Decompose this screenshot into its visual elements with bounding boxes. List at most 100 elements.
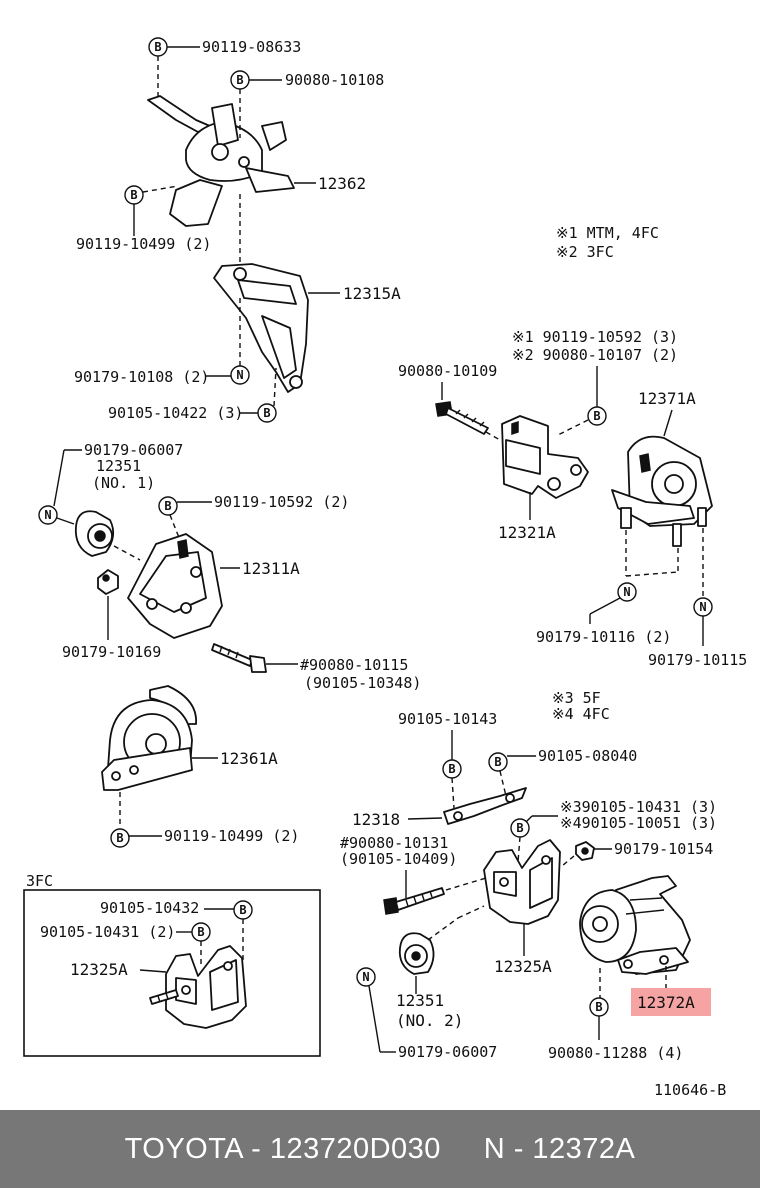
footer-bar: TOYOTA - 123720D030 N - 12372A xyxy=(0,1110,760,1188)
svg-text:B: B xyxy=(116,831,123,845)
nut-90179-10169-drawing xyxy=(97,569,119,595)
label-x3-90105-10431-3: ※390105-10431 (3) xyxy=(560,798,717,816)
label-90105-10143: 90105-10143 xyxy=(398,710,497,728)
svg-text:N: N xyxy=(236,368,243,382)
inset-3fc-box xyxy=(23,889,321,1057)
bolt-90080-10115-drawing xyxy=(211,643,267,673)
label-12371A: 12371A xyxy=(638,389,696,408)
label-90105-08040: 90105-08040 xyxy=(538,747,637,765)
svg-text:B: B xyxy=(236,73,243,87)
label-12325A-right: 12325A xyxy=(494,957,552,976)
svg-text:B: B xyxy=(448,762,455,776)
circle-b-90105-10432: B xyxy=(233,900,253,920)
cushion-12351-no2-drawing xyxy=(398,932,435,975)
cushion-12351-no1-drawing xyxy=(74,510,115,557)
label-no2: (NO. 2) xyxy=(396,1011,463,1030)
bracket-12318-drawing xyxy=(443,787,527,825)
svg-text:B: B xyxy=(494,755,501,769)
mount-12372A-drawing xyxy=(579,875,691,975)
label-90119-10592-2: 90119-10592 (2) xyxy=(214,493,349,511)
label-12351-no1: 12351 xyxy=(96,457,141,475)
svg-text:N: N xyxy=(699,600,706,614)
highlight-12372A xyxy=(631,988,711,1016)
nut-90179-10154-drawing xyxy=(575,841,595,861)
svg-text:B: B xyxy=(154,40,161,54)
label-x1-90119-10592-3: ※1 90119-10592 (3) xyxy=(512,328,678,346)
svg-text:N: N xyxy=(44,508,51,522)
label-12318: 12318 xyxy=(352,810,400,829)
bracket-12325A-inset-drawing xyxy=(165,945,247,1029)
svg-text:B: B xyxy=(263,406,270,420)
label-12325A-inset: 12325A xyxy=(70,960,128,979)
bolt-90080-10109-drawing xyxy=(435,401,489,435)
label-12321A: 12321A xyxy=(498,523,556,542)
label-hash-90080-10115: #90080-10115 xyxy=(300,656,408,674)
label-90080-10108: 90080-10108 xyxy=(285,71,384,89)
svg-text:N: N xyxy=(362,970,369,984)
circle-b-90105-10143: B xyxy=(442,759,462,779)
bracket-12311A-drawing xyxy=(127,533,223,639)
label-90105-10409: (90105-10409) xyxy=(340,850,457,868)
circle-b-90080-11288: B xyxy=(589,997,609,1017)
label-90119-08633: 90119-08633 xyxy=(202,38,301,56)
label-90080-11288-4: 90080-11288 (4) xyxy=(548,1044,683,1062)
svg-text:B: B xyxy=(239,903,246,917)
label-90179-10108-2: 90179-10108 (2) xyxy=(74,368,209,386)
circle-n-90179-10108: N xyxy=(230,365,250,385)
mount-12371A-drawing xyxy=(611,435,713,547)
note-2: ※2 3FC xyxy=(556,243,614,261)
svg-text:B: B xyxy=(595,1000,602,1014)
circle-b-90105-10422: B xyxy=(257,403,277,423)
mount-12361A-drawing xyxy=(101,685,197,791)
label-90105-10431-2: 90105-10431 (2) xyxy=(40,923,175,941)
parts-diagram: B 90119-08633 B 90080-10108 12362 B 9011… xyxy=(23,37,747,1099)
svg-text:B: B xyxy=(516,821,523,835)
circle-b-12321A: B xyxy=(587,406,607,426)
label-90179-10115: 90179-10115 xyxy=(648,651,747,669)
label-12311A: 12311A xyxy=(242,559,300,578)
label-90179-10116-2: 90179-10116 (2) xyxy=(536,628,671,646)
circle-n-90179-06007-bottom: N xyxy=(356,967,376,987)
label-90105-10432: 90105-10432 xyxy=(100,899,199,917)
label-12361A: 12361A xyxy=(220,749,278,768)
label-12362: 12362 xyxy=(318,174,366,193)
circle-b-90119-10499-bottom: B xyxy=(110,828,130,848)
circle-b-90105-10431-inset: B xyxy=(191,922,211,942)
label-no1: (NO. 1) xyxy=(92,474,155,492)
inset-3fc-title: 3FC xyxy=(26,872,53,890)
bracket-12325A-right-drawing xyxy=(483,839,561,925)
label-12372A[interactable]: 12372A xyxy=(637,993,695,1012)
label-90179-10154: 90179-10154 xyxy=(614,840,713,858)
footer-part-text: TOYOTA - 123720D030 N - 12372A xyxy=(124,1132,636,1165)
label-12315A: 12315A xyxy=(343,284,401,303)
label-90080-10109: 90080-10109 xyxy=(398,362,497,380)
label-90179-10169: 90179-10169 xyxy=(62,643,161,661)
note-1: ※1 MTM, 4FC xyxy=(556,224,659,242)
label-hash-90080-10131: #90080-10131 xyxy=(340,834,448,852)
circle-b-90119-10499-top: B xyxy=(124,185,144,205)
bracket-12362-drawing xyxy=(147,95,295,227)
diagram-code: 110646-B xyxy=(654,1081,726,1099)
label-90119-10499-2-bottom: 90119-10499 (2) xyxy=(164,827,299,845)
note-3: ※3 5F xyxy=(552,689,601,707)
label-90119-10499-2-top: 90119-10499 (2) xyxy=(76,235,211,253)
bracket-12315A-drawing xyxy=(213,263,309,393)
svg-text:B: B xyxy=(164,499,171,513)
circle-b-90080-10108: B xyxy=(230,70,250,90)
circle-b-90105-10431-x3: B xyxy=(510,818,530,838)
label-12351-no2: 12351 xyxy=(396,991,444,1010)
circle-b-90119-08633: B xyxy=(148,37,168,57)
note-4: ※4 4FC xyxy=(552,705,610,723)
label-x4-90105-10051-3: ※490105-10051 (3) xyxy=(560,814,717,832)
circle-n-90179-06007-top: N xyxy=(38,505,58,525)
circle-b-90105-08040: B xyxy=(488,752,508,772)
circle-n-90179-10116: N xyxy=(617,582,637,602)
bolt-90080-10131-drawing xyxy=(383,887,445,915)
label-90179-06007-top: 90179-06007 xyxy=(84,441,183,459)
circle-b-90119-10592-2: B xyxy=(158,496,178,516)
svg-text:B: B xyxy=(593,409,600,423)
label-90105-10348: (90105-10348) xyxy=(304,674,421,692)
bracket-12321A-drawing xyxy=(501,415,589,499)
label-x2-90080-10107-2: ※2 90080-10107 (2) xyxy=(512,346,678,364)
circle-n-90179-10115: N xyxy=(693,597,713,617)
